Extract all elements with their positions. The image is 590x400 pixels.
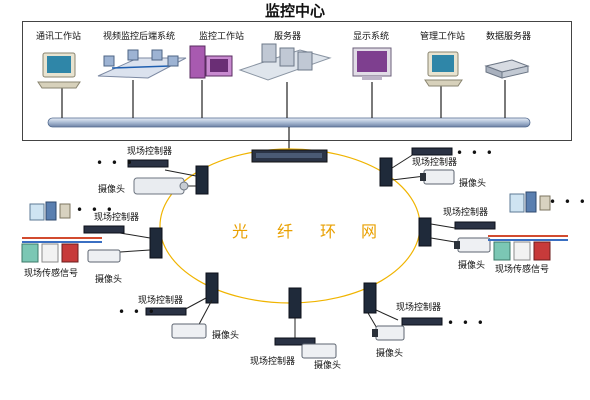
ring-switch-icon xyxy=(363,282,377,314)
bus-drop-lines xyxy=(61,80,506,150)
field-controller-icon xyxy=(401,317,443,326)
controller-label: 现场控制器 xyxy=(138,296,184,306)
camera-label: 摄像头 xyxy=(212,331,240,341)
controller-label: 现场控制器 xyxy=(396,303,442,313)
camera-label: 摄像头 xyxy=(458,261,486,271)
sensor-cluster-right xyxy=(488,191,568,261)
controller-label: 现场控制器 xyxy=(250,357,296,367)
ring-label-char: 光 xyxy=(232,222,249,241)
camera-icon xyxy=(133,177,189,195)
more-devices-indicator: • • • xyxy=(549,195,588,209)
ring-switch-icon xyxy=(288,287,302,319)
controller-label: 现场控制器 xyxy=(443,208,489,218)
sensor-cluster-left xyxy=(21,201,102,263)
ring-label-char: 网 xyxy=(361,222,378,241)
field-controller-icon xyxy=(411,147,453,156)
camera-icon xyxy=(301,343,337,359)
camera-label: 摄像头 xyxy=(95,275,123,285)
data-server-icon xyxy=(484,59,530,79)
video-backend-network-icon xyxy=(97,49,187,79)
ring-switch-icon xyxy=(195,165,209,195)
field-controller-icon xyxy=(83,225,125,234)
display-system-icon xyxy=(352,47,392,80)
sensor-label: 现场传感信号 xyxy=(24,269,79,279)
center-label-data-server: 数据服务器 xyxy=(486,32,532,42)
sensor-label: 现场传感信号 xyxy=(495,265,550,275)
camera-icon xyxy=(420,169,455,185)
center-label-comm-workstation: 通讯工作站 xyxy=(36,32,82,42)
ring-label-char: 纤 xyxy=(277,222,294,241)
controller-label: 现场控制器 xyxy=(127,147,173,157)
center-label-management-workstation: 管理工作站 xyxy=(420,32,466,42)
camera-label: 摄像头 xyxy=(459,179,487,189)
core-switch-icon xyxy=(251,149,328,163)
camera-icon xyxy=(171,323,207,339)
controller-label: 现场控制器 xyxy=(412,158,458,168)
ring-label-char: 环 xyxy=(320,222,337,241)
ring-switch-icon xyxy=(205,272,219,304)
camera-icon xyxy=(454,237,491,253)
center-label-monitor-workstation: 监控工作站 xyxy=(199,32,245,42)
field-controller-icon xyxy=(274,337,316,346)
controller-label: 现场控制器 xyxy=(94,213,140,223)
field-links xyxy=(119,153,456,338)
page-title: 监控中心 xyxy=(264,2,325,20)
camera-label: 摄像头 xyxy=(376,349,404,359)
server-icon xyxy=(238,43,332,81)
camera-icon xyxy=(87,249,121,263)
camera-icon xyxy=(372,325,405,341)
ring-switch-icon xyxy=(418,217,432,247)
camera-label: 摄像头 xyxy=(98,185,126,195)
workstation-icon xyxy=(189,45,233,79)
center-label-server: 服务器 xyxy=(274,32,302,42)
field-controller-icon xyxy=(454,221,496,230)
more-devices-indicator: • • • xyxy=(76,203,115,217)
center-label-video-backend: 视频监控后端系统 xyxy=(103,32,176,42)
camera-label: 摄像头 xyxy=(314,361,342,371)
ring-switch-icon xyxy=(379,157,393,187)
management-workstation-icon xyxy=(424,51,463,87)
more-devices-indicator: • • • xyxy=(456,146,495,160)
computer-icon xyxy=(37,52,81,89)
more-devices-indicator: • • • xyxy=(118,305,157,319)
center-label-display-system: 显示系统 xyxy=(353,32,390,42)
field-controller-icon xyxy=(127,159,169,168)
ring-switch-icon xyxy=(149,227,163,259)
more-devices-indicator: • • • xyxy=(96,156,135,170)
more-devices-indicator: • • • xyxy=(447,316,486,330)
network-bus xyxy=(47,117,531,128)
field-controller-icon xyxy=(145,307,187,316)
